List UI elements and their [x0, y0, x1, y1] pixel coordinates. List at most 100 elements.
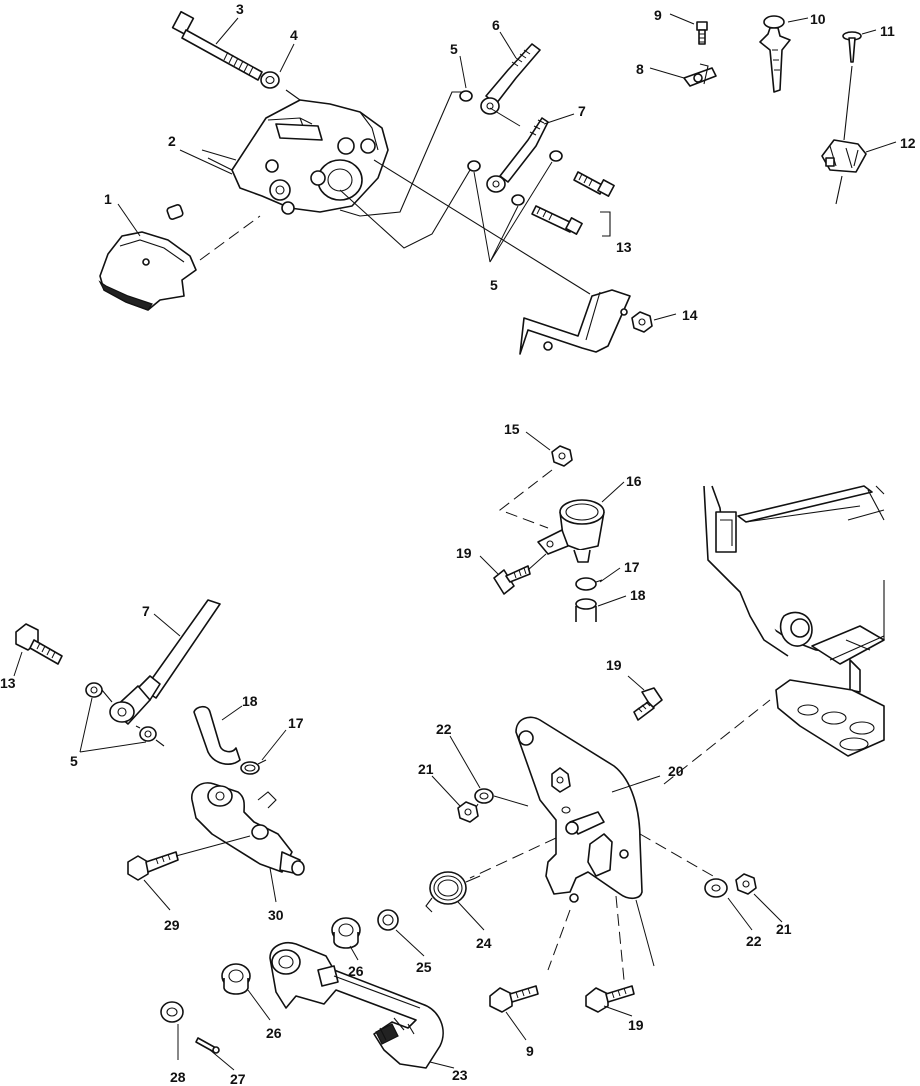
assembly-line [469, 837, 557, 879]
callout-18-middle: 18 [630, 587, 646, 603]
callout-14: 14 [682, 307, 698, 323]
callout-12: 12 [900, 135, 916, 151]
part-16-master-cylinder-reservoir [537, 499, 605, 563]
callout-19-bottom: 19 [628, 1017, 644, 1033]
assembly-line [635, 899, 655, 967]
callout-7-lower: 7 [142, 603, 150, 619]
assembly-line [615, 895, 625, 981]
assembly-line [663, 699, 771, 785]
callout-13-upper: 13 [616, 239, 632, 255]
caliper-mount-bracket [519, 289, 631, 355]
part-22-washer-lower [704, 878, 728, 898]
part-13-bolt-lower [15, 623, 63, 665]
callout-24: 24 [476, 935, 492, 951]
part-26-bushing-upper [331, 917, 361, 949]
callout-25: 25 [416, 959, 432, 975]
assembly-line [498, 469, 553, 529]
part-21-nut-upper [457, 801, 479, 823]
part-6-brake-line-banjo [480, 43, 541, 115]
assembly-line [339, 169, 471, 249]
callout-17-middle: 17 [624, 559, 640, 575]
callout-13-lower: 13 [0, 675, 16, 691]
part-7-brake-line-lower [109, 599, 221, 725]
callout-23: 23 [452, 1067, 468, 1083]
callout-29: 29 [164, 917, 180, 933]
callout-30: 30 [268, 907, 284, 923]
assembly-line [373, 159, 591, 295]
part-20-pedal-mount-plate [515, 716, 643, 903]
callout-9-lower: 9 [526, 1043, 534, 1059]
assembly-line [639, 833, 721, 881]
part-13-banjo-bolts [531, 171, 615, 235]
assembly-line [285, 89, 462, 217]
assembly-line [175, 835, 251, 857]
callout-10: 10 [810, 11, 826, 27]
part-22-washer-upper [474, 788, 494, 804]
callout-2: 2 [168, 133, 176, 149]
callout-26-lower: 26 [266, 1025, 282, 1041]
part-9-screw-upper [696, 21, 708, 45]
part-11-screw [842, 31, 862, 63]
part-17-hose-clamp-middle [575, 577, 603, 591]
part-18-hose-middle [575, 598, 597, 622]
callout-15: 15 [504, 421, 520, 437]
part-21-nut-lower [735, 873, 757, 895]
callout-19-lower-upper: 19 [606, 657, 622, 673]
part-10-push-rivet [759, 15, 791, 93]
callout-11: 11 [880, 23, 895, 39]
part-19-bolt-bottom [585, 985, 635, 1013]
callout-19-middle: 19 [456, 545, 472, 561]
part-1-brake-pads [98, 204, 197, 311]
part-26-bushing-lower [221, 963, 251, 995]
part-30-master-cylinder [191, 782, 305, 876]
part-12-screw-line [835, 65, 853, 205]
part-15-nut [551, 445, 573, 467]
part-2-brake-caliper [231, 99, 389, 215]
part-19-bolt-middle [493, 565, 531, 595]
callout-8: 8 [636, 61, 644, 77]
part-18-hose-lower [193, 705, 241, 765]
part-4-washer [260, 71, 280, 89]
assembly-line [547, 909, 571, 971]
callout-6: 6 [492, 17, 500, 33]
callout-4: 4 [290, 27, 298, 43]
callout-21-lower: 21 [776, 921, 792, 937]
callout-26-upper: 26 [348, 963, 364, 979]
callout-28: 28 [170, 1069, 186, 1085]
callout-7-upper: 7 [578, 103, 586, 119]
callout-18-lower: 18 [242, 693, 258, 709]
callout-5-group: 5 [490, 277, 498, 293]
callout-3: 3 [236, 1, 244, 17]
callout-5-upper: 5 [450, 41, 458, 57]
part-14-nut [631, 311, 653, 333]
part-27-cotter-pin [195, 1037, 220, 1054]
assembly-line [493, 795, 529, 807]
part-23-brake-pedal [269, 942, 444, 1069]
bracket-line [600, 211, 611, 237]
assembly-line [199, 215, 261, 261]
callout-16: 16 [626, 473, 642, 489]
assembly-line [101, 689, 165, 747]
assembly-line [527, 553, 547, 571]
part-12-cable-clip [821, 139, 867, 173]
callout-22-lower: 22 [746, 933, 762, 949]
callout-22-upper: 22 [436, 721, 452, 737]
callout-27: 27 [230, 1071, 246, 1086]
part-7-brake-line-upper [486, 107, 549, 193]
part-9-bolt-lower [489, 985, 539, 1013]
part-3-caliper-bolt [171, 10, 263, 81]
part-24-return-spring [425, 871, 481, 913]
part-19-bolt-lower-upper [633, 687, 663, 721]
callout-21-upper: 21 [418, 761, 434, 777]
part-29-bolt [127, 851, 179, 881]
part-28-washer [160, 1001, 184, 1023]
callout-1: 1 [104, 191, 112, 207]
leader-lines [13, 13, 897, 1071]
part-25-washer [377, 909, 399, 931]
callout-17-lower: 17 [288, 715, 304, 731]
part-17-hose-clamp-lower [240, 759, 267, 775]
part-8-line-clamp [683, 63, 717, 87]
assembly-line [201, 149, 237, 171]
